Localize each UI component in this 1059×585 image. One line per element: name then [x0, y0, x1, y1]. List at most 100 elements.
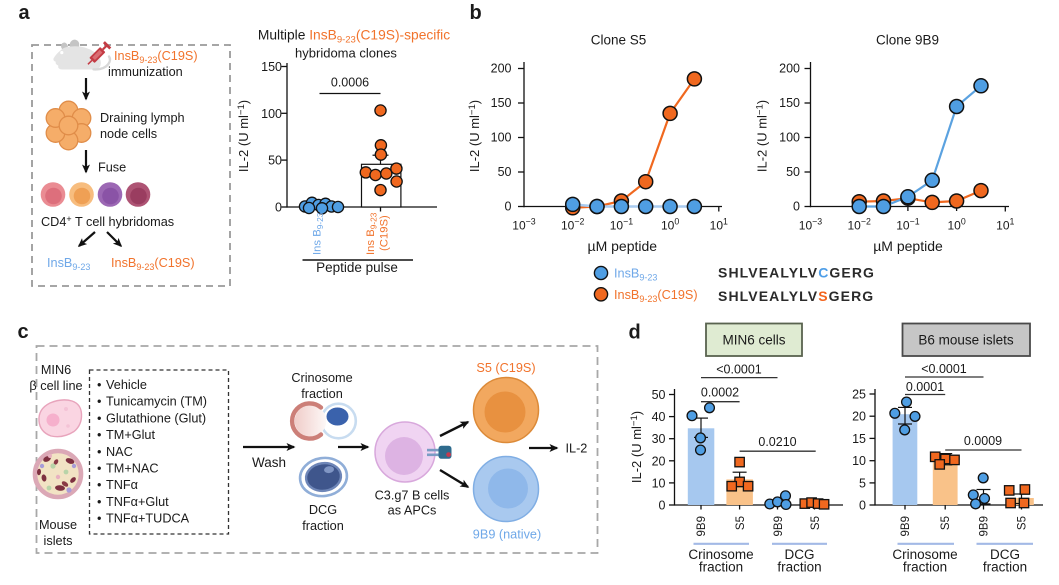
svg-text:•: • — [97, 395, 101, 409]
svg-text:d: d — [629, 322, 641, 344]
svg-text:9B9: 9B9 — [696, 516, 708, 536]
svg-text:50: 50 — [652, 388, 666, 402]
svg-text:150: 150 — [779, 96, 800, 110]
svg-text:Crinosome: Crinosome — [688, 547, 753, 562]
svg-text:c: c — [18, 321, 29, 343]
svg-text:DCG: DCG — [309, 503, 337, 517]
svg-text:100: 100 — [661, 217, 679, 233]
svg-text:10−3: 10−3 — [512, 217, 535, 233]
svg-text:NAC: NAC — [106, 445, 133, 459]
svg-text:TM+Glut: TM+Glut — [106, 428, 155, 442]
svg-text:Tunicamycin (TM): Tunicamycin (TM) — [106, 395, 207, 409]
svg-text:Glutathione (Glut): Glutathione (Glut) — [106, 411, 206, 425]
svg-text:101: 101 — [996, 217, 1014, 233]
svg-text:Clone 9B9: Clone 9B9 — [876, 33, 939, 48]
svg-text:100: 100 — [779, 131, 800, 145]
svg-text:10: 10 — [852, 454, 866, 468]
svg-text:30: 30 — [652, 432, 666, 446]
svg-text:TM+NAC: TM+NAC — [106, 462, 159, 476]
svg-text:15: 15 — [852, 432, 866, 446]
svg-text:50: 50 — [268, 154, 282, 168]
svg-text:IL-2 (U ml−1): IL-2 (U ml−1) — [467, 100, 482, 172]
svg-text:10−1: 10−1 — [610, 217, 633, 233]
svg-text:Mouse: Mouse — [39, 518, 77, 532]
svg-text:S5 (C19S): S5 (C19S) — [476, 361, 535, 375]
svg-text:C3.g7 B cells: C3.g7 B cells — [375, 489, 450, 503]
svg-text:•: • — [97, 445, 101, 459]
svg-text:Peptide pulse: Peptide pulse — [316, 260, 398, 275]
svg-text:a: a — [19, 2, 31, 24]
svg-text:150: 150 — [261, 60, 282, 74]
svg-text:0.0006: 0.0006 — [331, 76, 369, 90]
svg-text:10−2: 10−2 — [561, 217, 584, 233]
svg-text:9B9: 9B9 — [979, 516, 991, 536]
svg-text:<0.0001: <0.0001 — [716, 363, 762, 377]
svg-text:25: 25 — [852, 388, 866, 402]
svg-text:Multiple InsB9-23(C19S)-specif: Multiple InsB9-23(C19S)-specific — [258, 28, 450, 46]
svg-text:β cell line: β cell line — [29, 379, 82, 393]
svg-text:MIN6: MIN6 — [41, 363, 71, 377]
svg-text:InsB9-23(C19S): InsB9-23(C19S) — [114, 49, 198, 65]
svg-text:Ins B9-23: Ins B9-23 — [312, 212, 326, 255]
svg-text:InsB9-23: InsB9-23 — [47, 256, 90, 272]
svg-text:InsB9-23(C19S): InsB9-23(C19S) — [111, 256, 195, 272]
svg-text:µM peptide: µM peptide — [873, 238, 943, 254]
svg-text:CD4+ T cell hybridomas: CD4+ T cell hybridomas — [41, 214, 174, 229]
svg-text:(C19S): (C19S) — [379, 215, 391, 251]
svg-text:Wash: Wash — [252, 455, 286, 470]
svg-text:0: 0 — [505, 200, 512, 214]
svg-text:100: 100 — [947, 217, 965, 233]
svg-text:<0.0001: <0.0001 — [921, 362, 967, 376]
svg-text:0.0001: 0.0001 — [906, 380, 944, 394]
svg-text:Vehicle: Vehicle — [106, 378, 147, 392]
svg-text:9B9 (native): 9B9 (native) — [473, 528, 541, 542]
svg-text:IL-2 (U ml−1): IL-2 (U ml−1) — [629, 411, 644, 483]
svg-text:•: • — [97, 428, 101, 442]
svg-text:Clone S5: Clone S5 — [591, 33, 647, 48]
svg-text:islets: islets — [44, 534, 73, 548]
svg-text:•: • — [97, 462, 101, 476]
svg-text:10−2: 10−2 — [848, 217, 871, 233]
svg-text:•: • — [97, 495, 101, 509]
svg-text:fraction: fraction — [699, 560, 743, 575]
svg-text:TNFα+Glut: TNFα+Glut — [106, 495, 169, 509]
svg-text:Ins B9-23: Ins B9-23 — [365, 212, 379, 255]
svg-text:20: 20 — [852, 410, 866, 424]
svg-text:MIN6 cells: MIN6 cells — [722, 333, 785, 348]
svg-text:200: 200 — [491, 62, 512, 76]
svg-text:TNFα+TUDCA: TNFα+TUDCA — [106, 512, 190, 526]
svg-text:DCG: DCG — [990, 547, 1020, 562]
svg-text:10−1: 10−1 — [896, 217, 919, 233]
svg-text:node cells: node cells — [100, 127, 157, 141]
svg-text:•: • — [97, 512, 101, 526]
svg-text:20: 20 — [652, 454, 666, 468]
svg-text:µM peptide: µM peptide — [588, 238, 658, 254]
svg-text:S5: S5 — [1017, 516, 1029, 530]
svg-text:0.0210: 0.0210 — [758, 435, 796, 449]
svg-text:200: 200 — [779, 62, 800, 76]
svg-text:fraction: fraction — [983, 560, 1027, 575]
svg-text:fraction: fraction — [903, 560, 947, 575]
svg-text:0.0009: 0.0009 — [964, 434, 1002, 448]
svg-text:0: 0 — [793, 200, 800, 214]
svg-text:S5: S5 — [810, 516, 822, 530]
svg-text:TNFα: TNFα — [106, 478, 138, 492]
svg-text:SHLVEALYLVCGERG: SHLVEALYLVCGERG — [718, 265, 875, 281]
svg-text:IL-2: IL-2 — [566, 442, 588, 456]
svg-text:Fuse: Fuse — [98, 161, 126, 175]
svg-text:as APCs: as APCs — [388, 504, 437, 518]
svg-text:S5: S5 — [735, 516, 747, 530]
svg-text:0: 0 — [859, 499, 866, 513]
svg-text:fraction: fraction — [777, 560, 821, 575]
svg-text:b: b — [470, 2, 482, 24]
svg-text:IL-2 (U ml−1): IL-2 (U ml−1) — [236, 100, 251, 172]
svg-text:DCG: DCG — [785, 547, 815, 562]
svg-text:B6 mouse islets: B6 mouse islets — [918, 333, 1014, 348]
svg-text:SHLVEALYLVSGERG: SHLVEALYLVSGERG — [718, 288, 874, 304]
svg-text:IL-2 (U ml−1): IL-2 (U ml−1) — [755, 100, 770, 172]
svg-text:•: • — [97, 478, 101, 492]
svg-text:50: 50 — [786, 165, 800, 179]
svg-text:101: 101 — [710, 217, 728, 233]
svg-text:0: 0 — [275, 201, 282, 215]
svg-text:InsB9-23(C19S): InsB9-23(C19S) — [614, 288, 698, 304]
